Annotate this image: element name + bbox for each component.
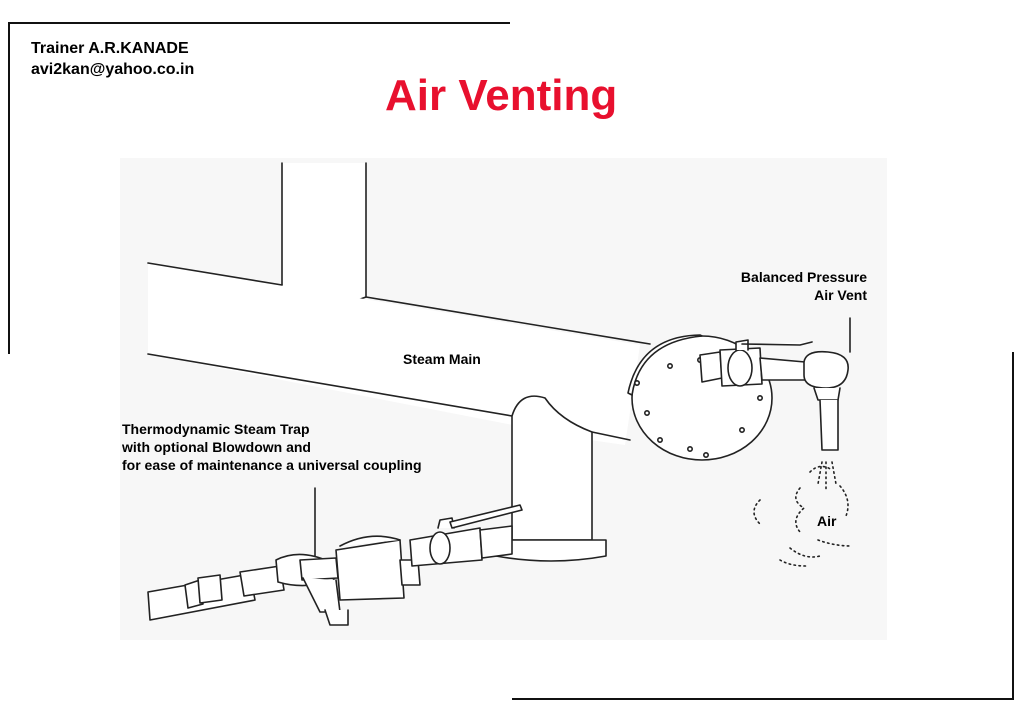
author-block: Trainer A.R.KANADE avi2kan@yahoo.co.in <box>31 38 194 80</box>
trap-label-line-2: with optional Blowdown and <box>122 439 311 455</box>
label-air: Air <box>817 513 837 529</box>
air-discharge <box>753 461 853 567</box>
trap-label-line-1: Thermodynamic Steam Trap <box>122 421 310 437</box>
frame-left-line <box>8 22 10 354</box>
label-steam-main: Steam Main <box>403 351 481 367</box>
vent-label-line-1: Balanced Pressure <box>740 269 867 285</box>
trap-label-line-3: for ease of maintenance a universal coup… <box>122 457 422 473</box>
frame-top-line <box>8 22 510 24</box>
label-thermodynamic-steam-trap: Thermodynamic Steam Trap with optional B… <box>122 420 422 474</box>
author-name: Trainer A.R.KANADE <box>31 40 189 57</box>
author-email: avi2kan@yahoo.co.in <box>31 61 195 78</box>
vent-valve-assembly <box>699 339 849 451</box>
vent-label-line-2: Air Vent <box>814 287 867 303</box>
page-title: Air Venting <box>385 71 618 120</box>
frame-bottom-line <box>512 698 1014 700</box>
label-balanced-pressure-air-vent: Balanced Pressure Air Vent <box>741 268 867 304</box>
drop-leg-pipe <box>511 395 593 541</box>
drain-pipe-assembly <box>147 504 523 626</box>
frame-right-line <box>1012 352 1014 700</box>
steam-main-pipe <box>147 262 651 445</box>
